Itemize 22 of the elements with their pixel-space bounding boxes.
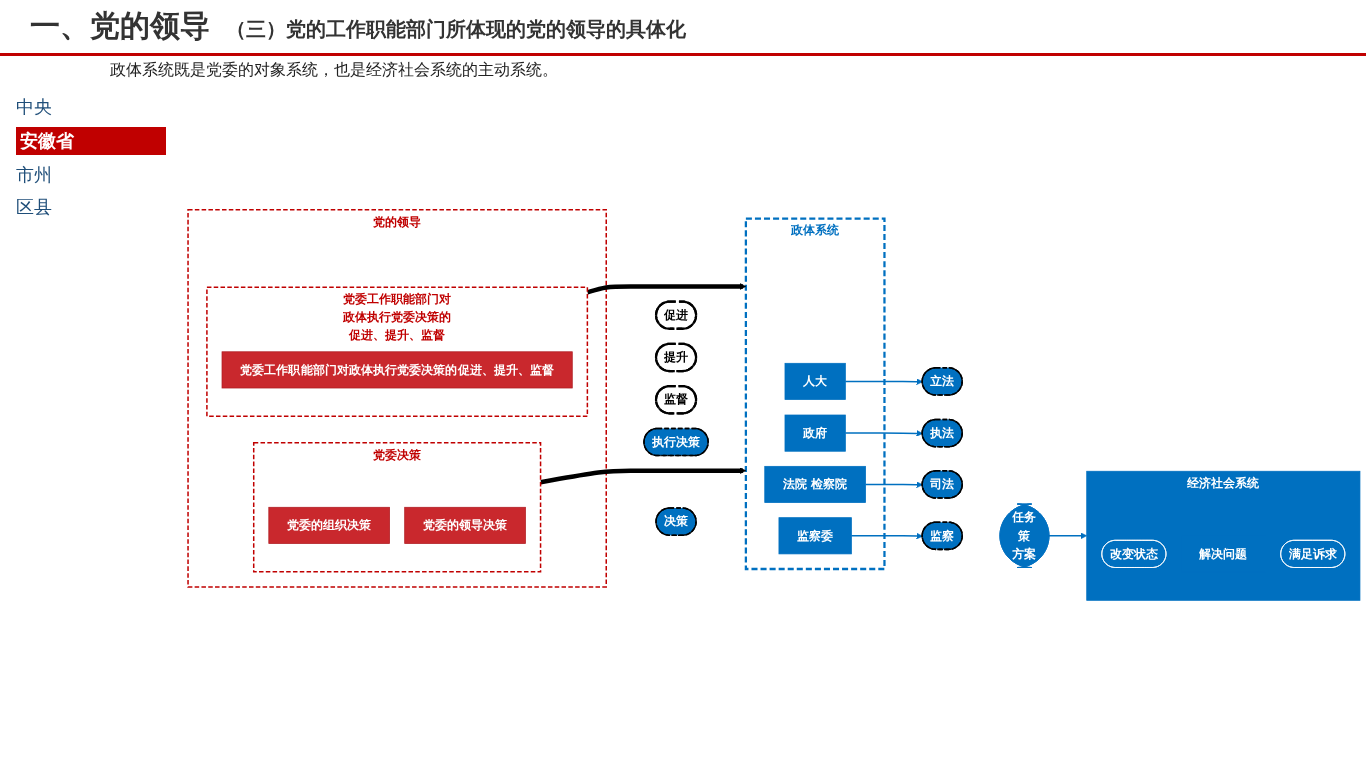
- node-box: 党委的领导决策: [404, 506, 526, 544]
- node-box: 法院 检察院: [764, 465, 866, 503]
- node-box: 政府: [784, 414, 846, 452]
- node-box: 党委工作职能部门对政体执行党委决策的促进、提升、监督: [221, 351, 573, 389]
- statement-text: 政体系统既是党委的对象系统，也是经济社会系统的主动系统。: [110, 60, 558, 79]
- slide-subtitle: （三）党的工作职能部门所体现的党的领导的具体化: [226, 16, 686, 43]
- arrow: [850, 532, 923, 540]
- arrow: [586, 283, 747, 295]
- arrow: [844, 378, 923, 385]
- level-tag: 安徽省: [16, 127, 166, 155]
- arrow: [540, 467, 747, 485]
- arrow: [844, 430, 923, 437]
- node-box: 人大: [784, 362, 846, 400]
- node-box: 监察委: [778, 517, 852, 555]
- level-label: 市州: [16, 163, 53, 187]
- node-text: 解决问题: [1199, 546, 1248, 561]
- level-label: 区县: [16, 195, 53, 219]
- level-label: 中央: [16, 95, 53, 119]
- arrow: [1048, 532, 1087, 540]
- arrow: [864, 481, 923, 489]
- slide-title: 一、党的领导: [30, 7, 210, 45]
- node-box: 党委的组织决策: [268, 506, 390, 544]
